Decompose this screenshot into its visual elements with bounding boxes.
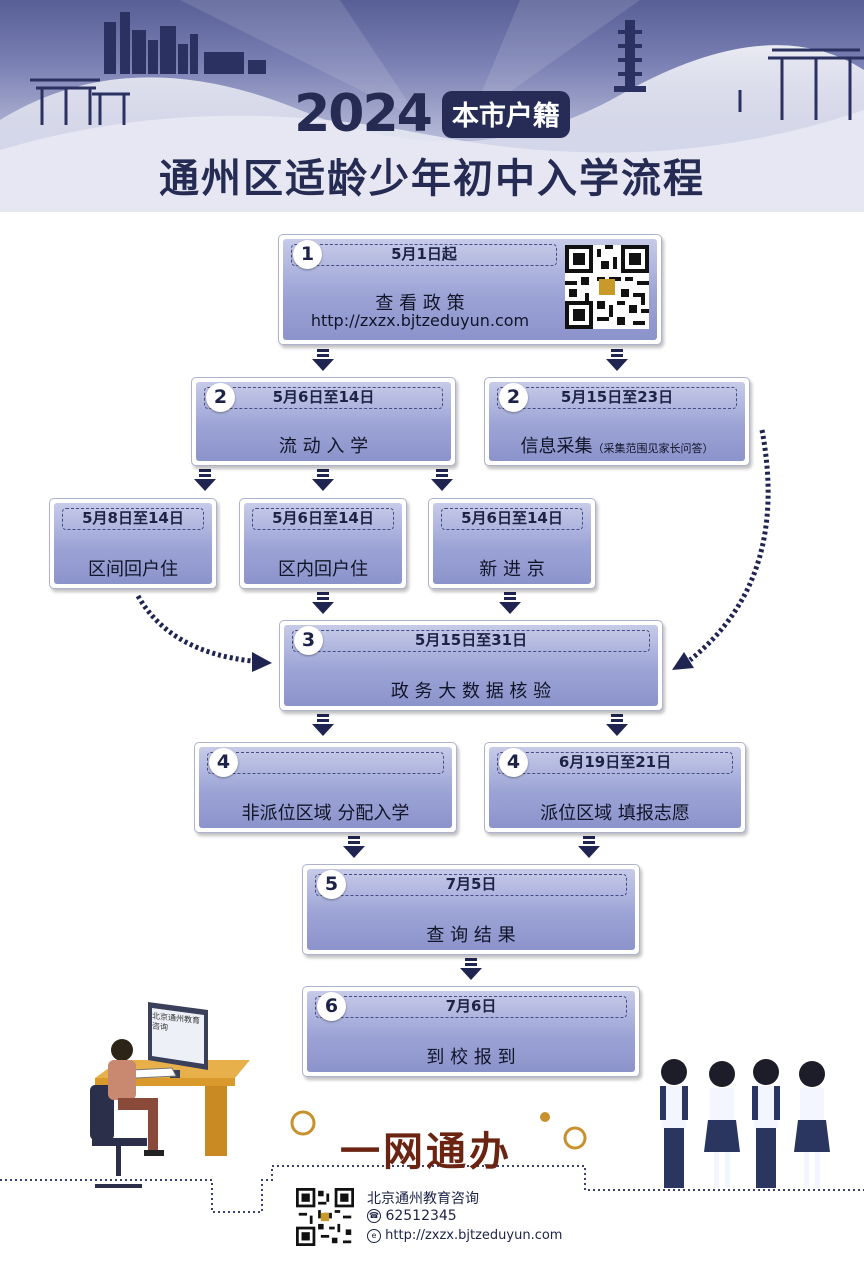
step-4-preference-date: 6月19日至21日 — [497, 752, 733, 774]
title-year-row: 2024 本市户籍 — [0, 84, 864, 144]
sub-label: 区内回户住 — [278, 559, 368, 580]
step-number-badge: 4 — [209, 748, 238, 777]
step-2-flow-label: 流 动 入 学 — [278, 436, 369, 457]
step-number-badge: 2 — [206, 383, 235, 412]
step-3-date: 5月15日至31日 — [292, 630, 650, 652]
sub-box-intra-district: 5月6日至14日 区内回户住 — [239, 498, 407, 589]
step-6-label: 到 校 报 到 — [426, 1047, 516, 1068]
bottom-illustration — [0, 1002, 864, 1213]
sub-label: 区间回户住 — [88, 559, 178, 580]
info-collect-note: （采集范围见家长问答） — [592, 442, 714, 455]
footer-phone-row: ☎ 62512345 — [367, 1208, 457, 1224]
step-2-info-date: 5月15日至23日 — [497, 387, 737, 409]
step-2-info-box: 5月15日至23日 2 信息采集（采集范围见家长问答） — [484, 377, 750, 466]
footer-phone: 62512345 — [385, 1208, 457, 1224]
step-4-allocate-label: 非派位区域 分配入学 — [241, 803, 410, 824]
sub-label: 新 进 京 — [479, 559, 545, 580]
qr-code-icon — [296, 1188, 354, 1246]
sub-box-new-to-beijing: 5月6日至14日 新 进 京 — [428, 498, 596, 589]
year-text: 2024 — [294, 84, 433, 144]
students-illustration — [660, 1059, 830, 1188]
step-number-badge: 2 — [499, 383, 528, 412]
step-5-label: 查 询 结 果 — [426, 925, 516, 946]
step-number-badge: 6 — [317, 992, 346, 1021]
qr-code-icon — [565, 245, 649, 329]
web-icon: e — [367, 1228, 381, 1243]
sub-date: 5月6日至14日 — [441, 508, 583, 530]
step-1-box: 5月1日起 1 查 看 政 策 http://zxzx.bjtzeduyun.c… — [278, 234, 662, 345]
step-5-box: 7月5日 5 查 询 结 果 — [302, 864, 640, 955]
page-title: 通州区适龄少年初中入学流程 — [159, 156, 705, 202]
skyline-illustration — [0, 0, 864, 212]
step-number-badge: 3 — [294, 626, 323, 655]
footer-url-link[interactable]: http://zxzx.bjtzeduyun.com — [385, 1228, 563, 1243]
footer-web-row: e http://zxzx.bjtzeduyun.com — [367, 1228, 562, 1243]
footer-org: 北京通州教育咨询 — [367, 1191, 479, 1207]
step-4-preference-label: 派位区域 填报志愿 — [540, 803, 690, 824]
desk-worker-illustration — [90, 1002, 250, 1188]
curved-arrow-icon — [135, 429, 771, 672]
step-number-badge: 1 — [293, 240, 322, 269]
header-banner: 2024 本市户籍 通州区适龄少年初中入学流程 — [0, 0, 864, 212]
step-3-label: 政 务 大 数 据 核 验 — [390, 681, 552, 702]
step-4-allocate-date — [207, 752, 444, 774]
step-2-info-label: 信息采集（采集范围见家长问答） — [489, 432, 745, 458]
step-4-allocate-box: 4 非派位区域 分配入学 — [194, 742, 457, 833]
hukou-badge: 本市户籍 — [441, 90, 570, 138]
step-6-box: 7月6日 6 到 校 报 到 — [302, 986, 640, 1077]
monitor-screen-text: 北京通州教育咨询 — [152, 1011, 200, 1033]
step-1-date: 5月1日起 — [291, 244, 557, 266]
phone-icon: ☎ — [367, 1209, 381, 1223]
step-number-badge: 4 — [499, 748, 528, 777]
sub-date: 5月8日至14日 — [62, 508, 204, 530]
step-2-flow-date: 5月6日至14日 — [204, 387, 443, 409]
policy-url-link[interactable]: http://zxzx.bjtzeduyun.com — [310, 311, 530, 330]
step-2-flow-box: 5月6日至14日 2 流 动 入 学 — [191, 377, 456, 466]
sub-box-inter-district: 5月8日至14日 区间回户住 — [49, 498, 217, 589]
step-1-label: 查 看 政 策 — [375, 293, 465, 314]
step-5-date: 7月5日 — [315, 874, 627, 896]
step-number-badge: 5 — [317, 870, 346, 899]
step-4-preference-box: 6月19日至21日 4 派位区域 填报志愿 — [484, 742, 746, 833]
sub-date: 5月6日至14日 — [252, 508, 394, 530]
step-6-date: 7月6日 — [315, 996, 627, 1018]
info-collect-text: 信息采集 — [520, 436, 593, 457]
step-3-box: 5月15日至31日 3 政 务 大 数 据 核 验 — [279, 620, 663, 711]
slogan-text: 一网通办 — [340, 1129, 512, 1175]
